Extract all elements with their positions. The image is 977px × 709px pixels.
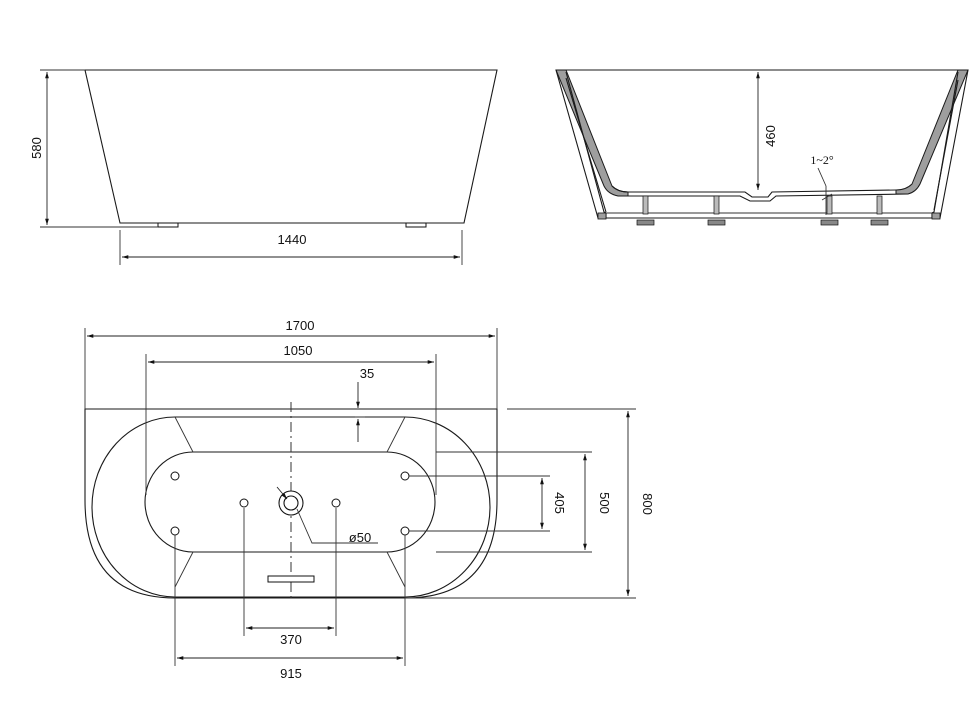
hole — [239, 498, 249, 508]
overall-length-label: 1700 — [286, 318, 315, 333]
hole-spacing-label: 405 — [552, 492, 567, 514]
bottom-length-label: 1440 — [278, 232, 307, 247]
hole — [400, 471, 410, 481]
slope-label: 1~2° — [810, 153, 833, 167]
rim-offset-label: 35 — [360, 366, 374, 381]
overflow — [267, 575, 315, 583]
hole — [400, 526, 410, 536]
hole — [170, 471, 180, 481]
side-view: 580 1440 — [29, 69, 498, 265]
hole — [170, 526, 180, 536]
legs — [636, 195, 889, 226]
right-wall-section — [895, 69, 969, 195]
center-spacing-label: 370 — [280, 632, 302, 647]
inner-width-label: 500 — [597, 492, 612, 514]
section-view: 460 1~2° — [555, 69, 969, 226]
inner-length-label: 1050 — [284, 343, 313, 358]
height-label: 580 — [29, 137, 44, 159]
foot-right — [405, 222, 427, 228]
tub-side-outline — [84, 69, 498, 224]
left-wall-section — [555, 69, 629, 197]
depth-label: 460 — [763, 125, 778, 147]
outer-spacing-label: 915 — [280, 666, 302, 681]
overall-width-label: 800 — [640, 493, 655, 515]
foot-left — [157, 222, 179, 228]
top-view: 1700 1050 35 ø50 405 500 800 3 — [84, 318, 655, 681]
hole — [331, 498, 341, 508]
drain-diameter-label: ø50 — [349, 530, 371, 545]
drain — [278, 490, 304, 516]
